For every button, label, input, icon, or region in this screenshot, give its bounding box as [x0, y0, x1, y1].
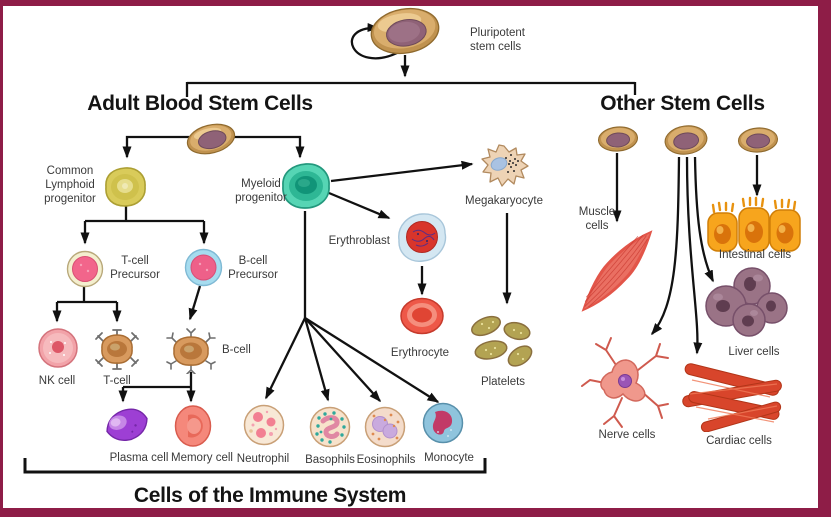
erythroblast-label: Erythroblast [328, 235, 390, 247]
intestinal-cells-illustration [706, 196, 802, 254]
cardiac-cells-label: Cardiac cells [706, 435, 772, 447]
pluripotent-label: Pluripotent stem cells [470, 27, 525, 54]
erythrocyte-illustration [399, 296, 445, 336]
pluripotent-stem-cell-illustration [368, 5, 443, 57]
lymphoid-progenitor-illustration [103, 166, 148, 208]
plasma-cell-illustration [103, 403, 151, 447]
b-cell-precursor-illustration [184, 248, 223, 287]
frame-left [0, 0, 3, 517]
nk-cell-illustration [38, 328, 78, 368]
liver-cells-illustration [700, 264, 792, 340]
myeloid-progenitor-label: Myeloid progenitor [235, 178, 287, 205]
b-cell-precursor-label: B-cell Precursor [228, 255, 278, 282]
platelets-illustration [464, 310, 542, 372]
other-stem-cells-title: Other Stem Cells [600, 92, 765, 115]
liver-cells-label: Liver cells [728, 346, 780, 358]
adult-blood-stem-cell-illustration [185, 122, 237, 156]
other-stem-cell-3-illustration [737, 127, 779, 154]
memory-cell-label: Memory cell [171, 452, 233, 464]
cardiac-cells-illustration [682, 362, 787, 432]
neutrophil-label: Neutrophil [236, 453, 290, 465]
nk-cell-label: NK cell [38, 375, 76, 387]
neutrophil-illustration [243, 404, 285, 446]
monocyte-label: Monocyte [424, 452, 474, 464]
muscle-cells-label: Muscle cells [578, 206, 616, 233]
t-cell-label: T-cell [103, 375, 131, 387]
myeloid-progenitor-illustration [280, 162, 332, 210]
megakaryocyte-illustration [478, 142, 530, 192]
other-stem-cell-2-illustration [664, 124, 709, 156]
frame-bottom [0, 508, 831, 517]
t-cell-precursor-illustration [66, 250, 104, 288]
b-cell-illustration [165, 328, 217, 374]
monocyte-illustration [422, 402, 464, 444]
eosinophils-label: Eosinophils [356, 454, 416, 466]
basophils-illustration [309, 406, 351, 448]
plasma-cell-label: Plasma cell [109, 452, 169, 464]
t-cell-precursor-label: T-cell Precursor [110, 255, 160, 282]
nerve-cells-label: Nerve cells [598, 429, 656, 441]
memory-cell-illustration [173, 404, 213, 448]
frame-top [0, 0, 831, 6]
intestinal-cells-label: Intestinal cells [718, 249, 792, 261]
frame-right [818, 0, 831, 517]
eosinophils-illustration [364, 406, 406, 448]
lymphoid-progenitor-label: Common Lymphoid progenitor [44, 165, 96, 206]
adult-blood-stem-cells-title: Adult Blood Stem Cells [87, 92, 313, 115]
platelets-label: Platelets [480, 376, 526, 388]
erythroblast-illustration [395, 212, 449, 264]
nerve-cells-illustration [578, 330, 678, 430]
erythrocyte-label: Erythrocyte [390, 347, 450, 359]
t-cell-illustration [93, 326, 141, 372]
megakaryocyte-label: Megakaryocyte [465, 195, 543, 207]
other-stem-cell-1-illustration [597, 126, 639, 153]
muscle-cells-illustration [572, 220, 662, 322]
b-cell-label: B-cell [222, 344, 251, 356]
basophils-label: Basophils [305, 454, 355, 466]
cells-of-immune-system-title: Cells of the Immune System [133, 484, 407, 507]
